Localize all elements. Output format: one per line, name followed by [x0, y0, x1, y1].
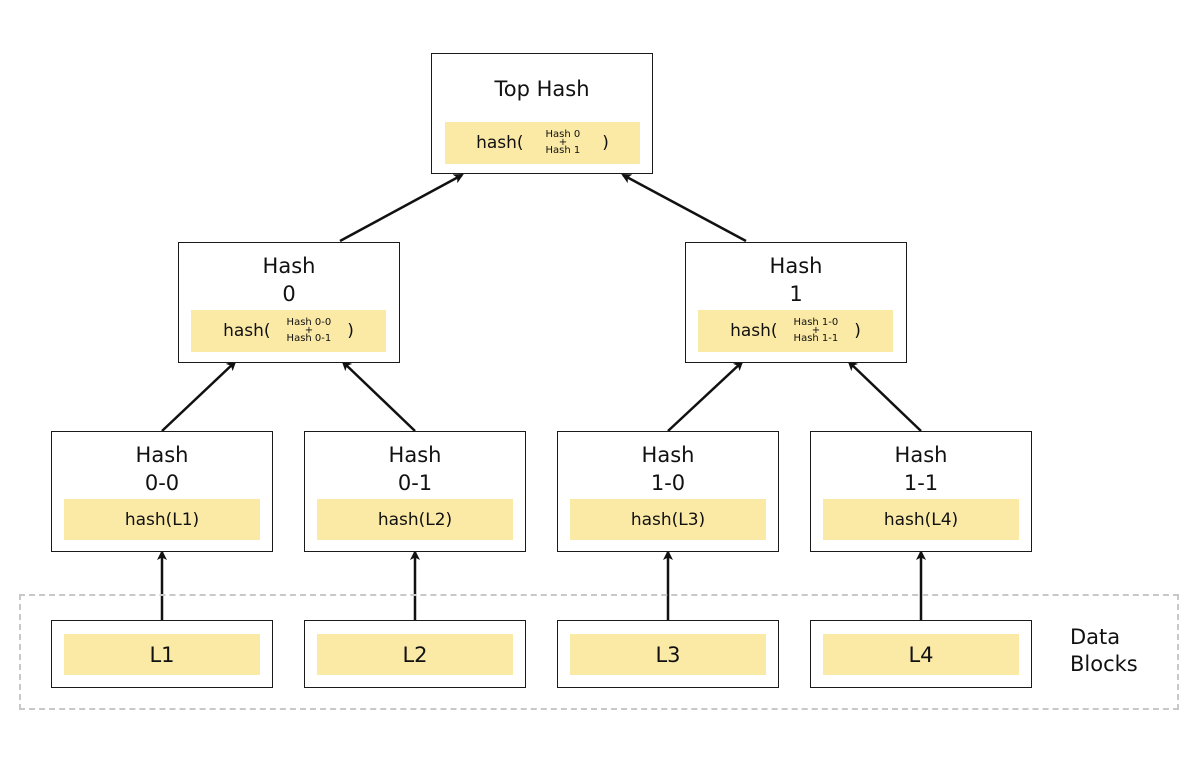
- arrow-hash-0-1-to-hash-0: [341, 360, 416, 432]
- hash-0-1-node: Hash 0-1 hash(L2): [304, 431, 526, 552]
- data-block-l2-cell: L2: [317, 634, 513, 675]
- hash-0-expression: hash( Hash 0-0 + Hash 0-1 ): [191, 310, 386, 352]
- hash-1-fn: hash(: [730, 321, 778, 341]
- arrow-hash-1-0-to-hash-1: [667, 360, 744, 432]
- top-hash-fn: hash(: [476, 133, 524, 153]
- hash-1-expression: hash( Hash 1-0 + Hash 1-1 ): [698, 310, 893, 352]
- hash-0-fn: hash(: [223, 321, 271, 341]
- hash-0-title-line-1: Hash: [262, 254, 316, 278]
- data-block-l4-cell: L4: [823, 634, 1019, 675]
- data-block-l4-label: L4: [908, 642, 934, 667]
- data-block-l2-label: L2: [402, 642, 428, 667]
- hash-0-0-title-line-1: Hash: [135, 443, 189, 467]
- arrow-hash-1-1-to-hash-1: [847, 360, 922, 432]
- hash-0-0-expression: hash(L1): [64, 499, 260, 540]
- hash-1-1-node: Hash 1-1 hash(L4): [810, 431, 1032, 552]
- arrow-hash-0-0-to-hash-0: [161, 360, 237, 432]
- data-block-l3-label: L3: [655, 642, 681, 667]
- hash-1-0-expression-text: hash(L3): [630, 509, 706, 530]
- data-block-l2: L2: [304, 620, 526, 688]
- top-hash-plus: +: [558, 137, 568, 148]
- hash-0-1-title-line-1: Hash: [388, 443, 442, 467]
- data-blocks-region: [19, 594, 1179, 710]
- hash-0-1-expression-text: hash(L2): [377, 509, 453, 530]
- hash-1-1-expression-text: hash(L4): [883, 509, 959, 530]
- top-hash-node: Top Hash hash( Hash 0 + Hash 1 ): [431, 53, 653, 174]
- hash-0-input-a: Hash 0-0: [286, 317, 332, 328]
- hash-1-1-title-line-1: Hash: [894, 443, 948, 467]
- hash-0-plus: +: [304, 325, 314, 336]
- hash-0-0-title-line-2: 0-0: [144, 471, 180, 495]
- hash-1-0-expression: hash(L3): [570, 499, 766, 540]
- data-block-l1: L1: [51, 620, 273, 688]
- top-hash-input-a: Hash 0: [545, 129, 581, 140]
- data-block-l1-label: L1: [149, 642, 175, 667]
- hash-0-close: ): [347, 321, 354, 341]
- data-blocks-label: Data Blocks: [1070, 624, 1138, 678]
- hash-0-0-expression-text: hash(L1): [124, 509, 200, 530]
- hash-1-node: Hash 1 hash( Hash 1-0 + Hash 1-1 ): [685, 242, 907, 363]
- data-block-l3-cell: L3: [570, 634, 766, 675]
- arrow-hash-0-to-top: [339, 173, 464, 243]
- top-hash-expression: hash( Hash 0 + Hash 1 ): [445, 122, 640, 164]
- top-hash-title: Top Hash: [494, 77, 590, 101]
- hash-1-title-line-1: Hash: [769, 254, 823, 278]
- hash-0-inputs: Hash 0-0 + Hash 0-1: [287, 318, 332, 344]
- data-blocks-label-line-2: Blocks: [1070, 652, 1138, 676]
- hash-1-0-title-line-2: 1-0: [650, 471, 686, 495]
- data-block-l4: L4: [810, 620, 1032, 688]
- hash-1-plus: +: [811, 325, 821, 336]
- hash-1-title-line-2: 1: [789, 282, 803, 306]
- data-block-l1-cell: L1: [64, 634, 260, 675]
- hash-0-1-title-line-2: 0-1: [397, 471, 433, 495]
- hash-1-0-title-line-1: Hash: [641, 443, 695, 467]
- hash-1-1-expression: hash(L4): [823, 499, 1019, 540]
- hash-1-input-a: Hash 1-0: [793, 317, 839, 328]
- arrow-hash-1-to-top: [621, 173, 747, 243]
- hash-0-node: Hash 0 hash( Hash 0-0 + Hash 0-1 ): [178, 242, 400, 363]
- top-hash-input-b: Hash 1: [545, 145, 581, 156]
- top-hash-close: ): [602, 133, 609, 153]
- data-blocks-label-line-1: Data: [1070, 625, 1121, 649]
- hash-0-0-node: Hash 0-0 hash(L1): [51, 431, 273, 552]
- hash-0-input-b: Hash 0-1: [286, 333, 332, 344]
- hash-1-1-title-line-2: 1-1: [903, 471, 939, 495]
- hash-0-title-line-2: 0: [282, 282, 296, 306]
- hash-1-inputs: Hash 1-0 + Hash 1-1: [794, 318, 839, 344]
- hash-1-input-b: Hash 1-1: [793, 333, 839, 344]
- hash-0-1-expression: hash(L2): [317, 499, 513, 540]
- data-block-l3: L3: [557, 620, 779, 688]
- top-hash-inputs: Hash 0 + Hash 1: [546, 130, 581, 156]
- hash-1-0-node: Hash 1-0 hash(L3): [557, 431, 779, 552]
- hash-1-close: ): [854, 321, 861, 341]
